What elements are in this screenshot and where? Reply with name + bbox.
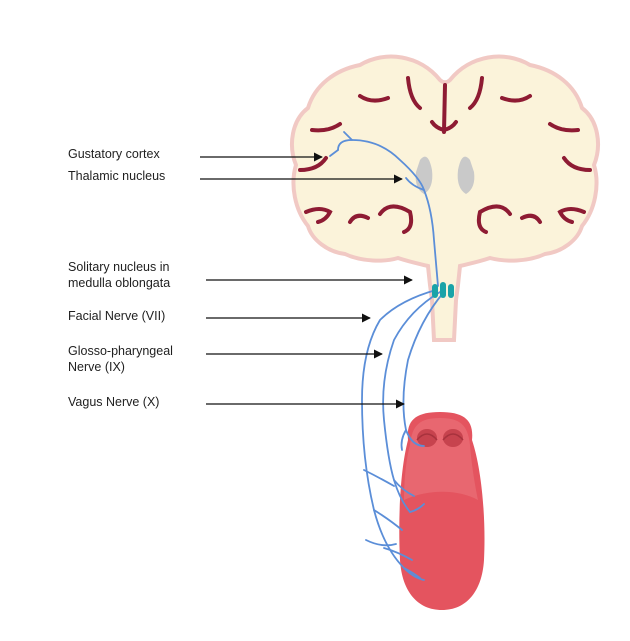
label-solitary-nucleus-line1: Solitary nucleus in [68, 260, 170, 274]
label-gustatory-cortex: Gustatory cortex [68, 147, 160, 161]
vagus-fiber [402, 291, 445, 447]
thalamocortical-fiber [337, 139, 439, 287]
brain-outline [290, 54, 600, 342]
cortical-sulci [298, 76, 592, 234]
label-thalamic-nucleus: Thalamic nucleus [68, 169, 166, 183]
right-thalamus [457, 156, 475, 194]
label-glossopharyngeal-line1: Glosso-pharyngeal [68, 344, 173, 358]
label-arrows [200, 152, 413, 409]
left-thalamus [415, 156, 433, 194]
glossopharyngeal-fiber [382, 291, 441, 513]
nerve-pathways [329, 131, 445, 581]
label-solitary-nucleus-line2: medulla oblongata [68, 276, 171, 290]
tongue [399, 412, 485, 610]
tonsil-right [443, 429, 463, 447]
tonsil-left [417, 429, 437, 447]
label-facial-nerve: Facial Nerve (VII) [68, 309, 166, 323]
label-glossopharyngeal-line2: Nerve (IX) [68, 360, 125, 374]
label-vagus-nerve: Vagus Nerve (X) [68, 395, 160, 409]
solitary-nucleus [432, 282, 454, 298]
brain-coronal-section [290, 54, 600, 342]
